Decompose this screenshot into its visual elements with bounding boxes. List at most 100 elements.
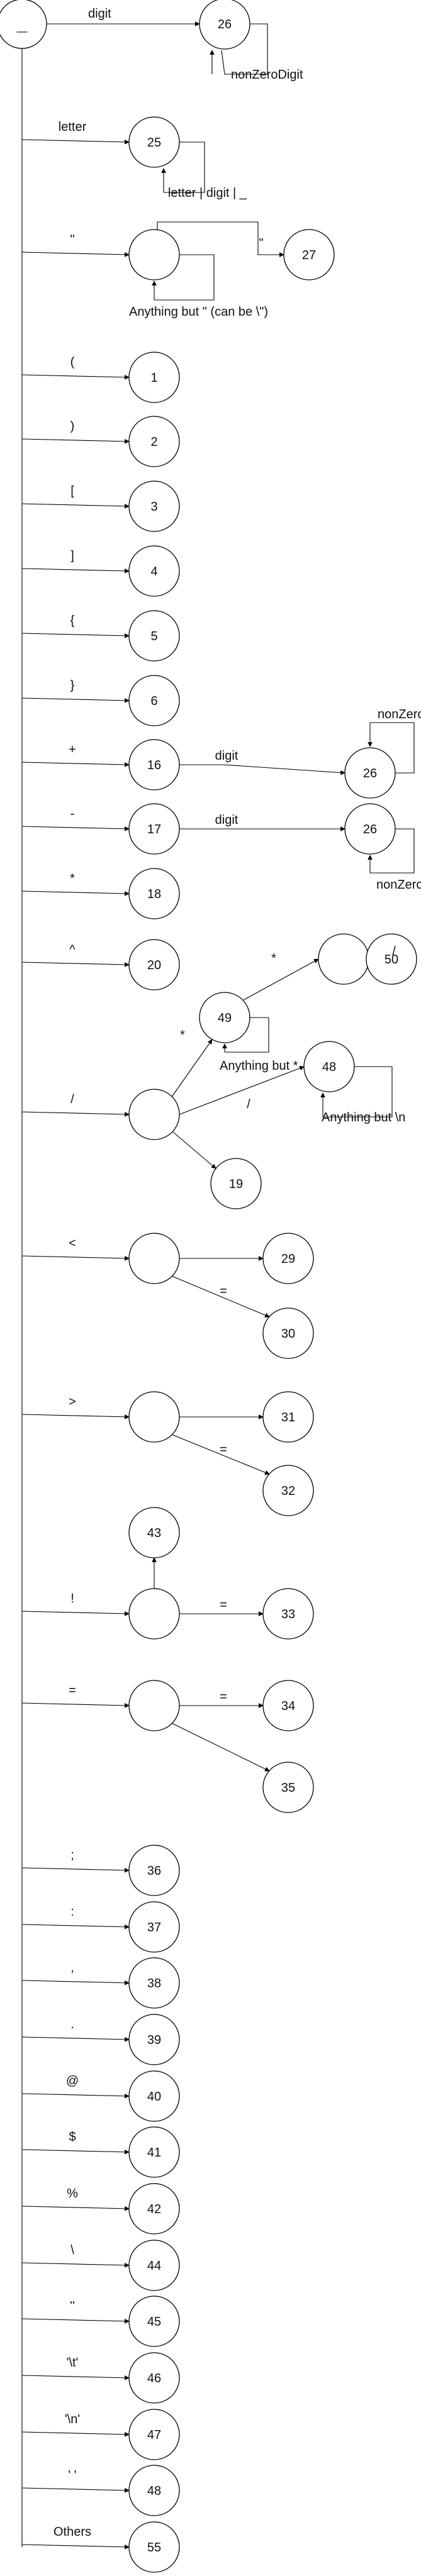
state-circle bbox=[283, 229, 335, 280]
edge-e-quote bbox=[21, 252, 130, 257]
transition-label-e-lt: < bbox=[69, 1236, 76, 1250]
state-sbang bbox=[128, 1588, 180, 1640]
transition-label-l-quote-close: " bbox=[259, 236, 263, 250]
state-circle bbox=[128, 1391, 180, 1443]
transition-label-e-rbrace: } bbox=[70, 679, 75, 692]
state-label: 48 bbox=[322, 1060, 336, 1074]
state-s31: 31 bbox=[262, 1391, 314, 1443]
state-circle bbox=[128, 1680, 180, 1731]
state-circle bbox=[366, 933, 417, 985]
state-circle bbox=[128, 2014, 180, 2065]
edge-e-rbrace bbox=[21, 697, 130, 703]
state-label: 29 bbox=[281, 1252, 295, 1266]
state-label: 20 bbox=[147, 958, 161, 972]
transition-label-e-rparen: ) bbox=[70, 419, 75, 433]
transition-label-e-dot: . bbox=[70, 2018, 74, 2031]
state-circle bbox=[344, 803, 396, 855]
state-circle bbox=[128, 1233, 180, 1284]
state-circle bbox=[128, 939, 180, 991]
state-label: 34 bbox=[281, 1699, 295, 1713]
transition-label-e-semicolon: ; bbox=[70, 1848, 74, 1862]
state-s18: 18 bbox=[128, 868, 180, 919]
state-s37: 37 bbox=[128, 1901, 180, 1953]
state-label: 16 bbox=[147, 758, 161, 772]
state-circle bbox=[262, 1307, 314, 1359]
edge-e-rparen bbox=[21, 438, 130, 444]
state-label: 3 bbox=[150, 500, 157, 514]
transition-label-l-lt-eq: = bbox=[220, 1284, 227, 1298]
state-s55: 55 bbox=[128, 2521, 180, 2573]
transition-label-e-colon: : bbox=[70, 1905, 74, 1919]
state-circle bbox=[128, 2183, 180, 2235]
transition-label-l-anything-nl: Anything but \n bbox=[322, 1111, 405, 1124]
edge-e-lbrace bbox=[21, 633, 130, 638]
edge-eq-35 bbox=[171, 1723, 270, 1772]
state-circle bbox=[128, 2070, 180, 2122]
state-label: 40 bbox=[147, 2090, 161, 2104]
state-slt bbox=[128, 1233, 180, 1284]
state-s20: 20 bbox=[128, 939, 180, 991]
transition-label-e-backslash: \ bbox=[70, 2243, 74, 2257]
transition-label-e-apos: '' bbox=[70, 2299, 75, 2313]
edge-e-dollar bbox=[21, 2149, 130, 2155]
state-circle bbox=[344, 747, 396, 799]
state-circle bbox=[210, 1158, 262, 1209]
state-label: 5 bbox=[150, 630, 157, 643]
transition-label-l-slash-star: * bbox=[180, 1028, 185, 1042]
start-circle bbox=[0, 0, 47, 49]
transition-label-e-bang: ! bbox=[70, 1592, 74, 1606]
edge-e-gt bbox=[21, 1414, 130, 1419]
transition-label-e-lparen: ( bbox=[70, 355, 75, 369]
transition-label-e-star: * bbox=[70, 872, 75, 886]
state-label: 35 bbox=[281, 1781, 295, 1795]
state-seq bbox=[128, 1680, 180, 1731]
state-circle bbox=[128, 868, 180, 919]
state-label: 31 bbox=[281, 1411, 295, 1424]
edge-e-at bbox=[21, 2093, 130, 2099]
state-s38: 38 bbox=[128, 1957, 180, 2009]
edge-slash-19 bbox=[172, 1131, 216, 1169]
edge-e-others bbox=[21, 2544, 130, 2550]
state-circle bbox=[128, 352, 180, 403]
state-s47: 47 bbox=[128, 2409, 180, 2460]
transition-label-e-letter: letter bbox=[59, 120, 87, 134]
state-s44: 44 bbox=[128, 2240, 180, 2291]
state-circle bbox=[128, 1588, 180, 1640]
edge-e-caret bbox=[21, 962, 130, 967]
state-label: 41 bbox=[147, 2146, 161, 2160]
transition-label-e-others: Others bbox=[53, 2525, 91, 2539]
state-sq bbox=[128, 229, 180, 280]
state-circle bbox=[128, 229, 180, 280]
transition-label-l-letterdigit: letter | digit | _ bbox=[168, 186, 247, 200]
transition-label-l-nonzero-3: nonZeroDigit bbox=[376, 878, 421, 892]
state-label: 44 bbox=[147, 2259, 161, 2273]
state-s6: 6 bbox=[128, 675, 180, 726]
edge-e-star bbox=[21, 891, 130, 896]
state-label: 43 bbox=[147, 1526, 161, 1540]
state-s29: 29 bbox=[262, 1233, 314, 1284]
state-circle bbox=[128, 610, 180, 662]
edge-e-percent bbox=[21, 2206, 130, 2211]
state-sslash bbox=[128, 1089, 180, 1140]
state-circle bbox=[318, 933, 369, 985]
state-circle bbox=[262, 1680, 314, 1731]
state-label: 18 bbox=[147, 887, 161, 901]
state-s16: 16 bbox=[128, 739, 180, 791]
transition-label-e-minus: - bbox=[70, 807, 75, 821]
state-label: 26 bbox=[218, 18, 232, 31]
edge-e-tab bbox=[21, 2375, 130, 2380]
edge-e-bang bbox=[21, 1611, 130, 1616]
state-circle bbox=[128, 480, 180, 532]
transition-label-e-comma: , bbox=[70, 1961, 74, 1975]
edge-e-slash bbox=[21, 1111, 130, 1117]
state-label: 27 bbox=[302, 248, 316, 262]
state-label: 37 bbox=[147, 1921, 161, 1935]
state-s39: 39 bbox=[128, 2014, 180, 2065]
state-label: 26 bbox=[363, 767, 377, 780]
state-label: 42 bbox=[147, 2202, 161, 2216]
state-label: 2 bbox=[150, 435, 157, 449]
edge-e-apos bbox=[21, 2318, 130, 2324]
transition-label-l-gt-eq: = bbox=[220, 1443, 227, 1457]
state-circle bbox=[128, 2409, 180, 2460]
edge-e-rbrack bbox=[21, 568, 130, 574]
